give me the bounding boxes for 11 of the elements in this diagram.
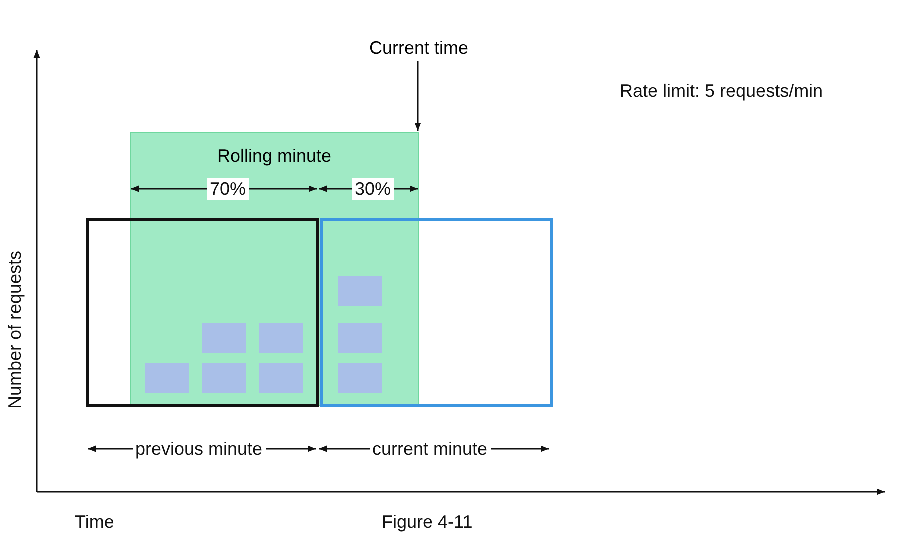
figure-caption: Figure 4-11	[382, 511, 473, 533]
region-title: Rolling minute	[216, 145, 333, 167]
percentage-label: 70%	[207, 178, 250, 200]
percentage-label: 30%	[352, 178, 394, 200]
current-window-box	[320, 218, 553, 407]
arrow	[414, 61, 422, 131]
axis-title: Number of requests	[4, 250, 26, 410]
rate-limit-note: Rate limit: 5 requests/min	[620, 80, 824, 102]
axis-title: Time	[75, 511, 114, 533]
previous-window-box	[86, 218, 319, 407]
time-marker-label: Current time	[360, 36, 478, 60]
